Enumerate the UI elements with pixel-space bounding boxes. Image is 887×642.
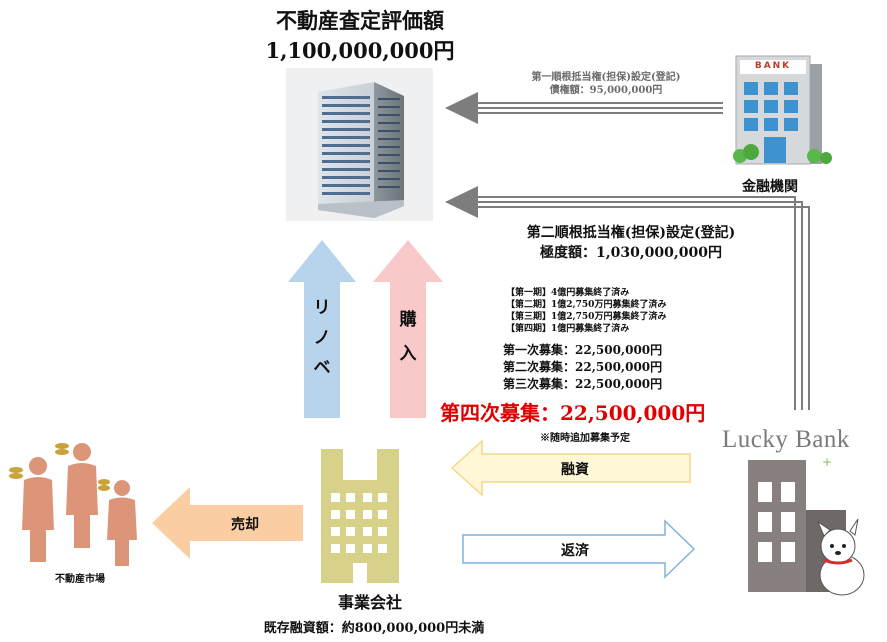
renovation-label: リ ノ ベ (310, 298, 334, 378)
period-item: 【第二期】1億2,750万円募集終了済み (506, 300, 667, 310)
purchase-char: 入 (399, 344, 417, 364)
second-lien-arrow (445, 186, 810, 410)
property-valuation-title: 不動産査定評価額 (276, 8, 444, 33)
additional-recruitment-note: ※随時追加募集予定 (540, 433, 630, 444)
first-lien-label: 第一順根抵当権(担保)設定(登記) (531, 72, 681, 83)
renovation-char: ベ (313, 358, 331, 378)
round-item: 第二次募集：22,500,000円 (503, 360, 663, 374)
repayment-arrow (462, 519, 696, 579)
period-item: 【第三期】1億2,750万円募集終了済み (506, 312, 667, 322)
round-item: 第一次募集：22,500,000円 (503, 343, 663, 357)
purchase-char: 購 (399, 310, 417, 330)
purchase-arrow (373, 240, 443, 418)
sale-label: 売却 (231, 517, 259, 533)
round-item: 第三次募集：22,500,000円 (503, 377, 663, 391)
first-lien-amount: 債権額：95,000,000円 (549, 85, 663, 96)
bank-label: 金融機関 (742, 179, 798, 195)
second-lien-amount: 極度額：1,030,000,000円 (539, 245, 723, 261)
svg-text:+: + (822, 455, 832, 469)
fourth-round-highlight: 第四次募集：22,500,000円 (440, 401, 706, 425)
period-item: 【第一期】4億円募集終了済み (506, 288, 630, 298)
market-people-icon (9, 443, 137, 566)
company-label: 事業会社 (337, 593, 402, 612)
renovation-char: リ (313, 298, 331, 318)
property-valuation-amount: 1,100,000,000円 (265, 38, 455, 63)
dog-mascot-icon (816, 518, 865, 596)
renovation-arrow (288, 240, 356, 418)
purchase-label: 購 入 (396, 310, 420, 364)
first-lien-arrow (445, 92, 723, 124)
second-lien-label: 第二順根抵当権(担保)設定(登記) (526, 225, 736, 241)
financing-label: 融資 (561, 462, 589, 478)
sale-arrow (152, 487, 303, 559)
period-item: 【第四期】1億円募集終了済み (506, 324, 630, 334)
financing-arrow (450, 439, 691, 497)
renovation-char: ノ (313, 328, 331, 348)
bank-icon (733, 55, 832, 165)
existing-loan-note: 既存融資額：約800,000,000円未満 (263, 621, 485, 636)
repayment-label: 返済 (561, 543, 589, 559)
company-building-icon (321, 449, 399, 583)
bank-sign: BANK (754, 61, 792, 71)
property-building-image (286, 68, 433, 221)
real-estate-market-label: 不動産市場 (55, 574, 105, 585)
lucky-bank-logo: Lucky Bank (722, 426, 850, 453)
